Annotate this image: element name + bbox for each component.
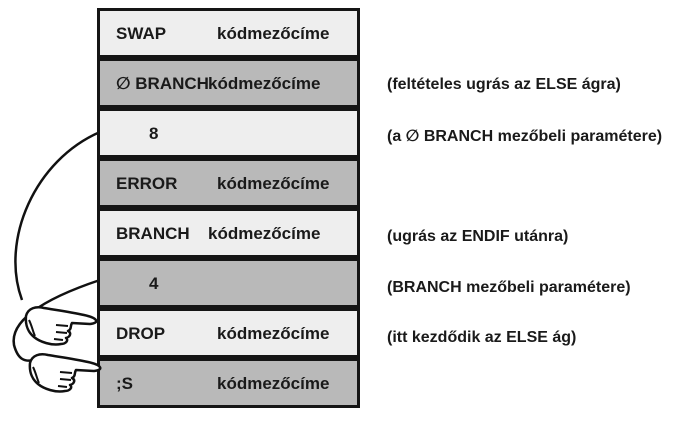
note-branch: (ugrás az ENDIF utánra) (387, 228, 569, 245)
cell-error: ERROR kódmezőcíme (97, 158, 360, 208)
cell-semis: ;S kódmezőcíme (97, 358, 360, 408)
cell-address: kódmezőcíme (208, 224, 321, 243)
cell-zero-branch: ∅ BRANCH kódmezőcíme (97, 58, 360, 108)
cell-word: DROP (116, 324, 166, 343)
cell-address: kódmezőcíme (217, 174, 330, 193)
branch-0-jump-curve (14, 130, 101, 301)
cell-parameter: 8 (149, 124, 159, 143)
cell-address: kódmezőcíme (217, 24, 330, 43)
cell-word: ERROR (116, 174, 178, 193)
cell-branch: BRANCH kódmezőcíme (97, 208, 360, 258)
note-param-4: (BRANCH mezőbeli paramétere) (387, 279, 631, 296)
cell-word: ;S (116, 374, 133, 393)
note-drop: (itt kezdődik az ELSE ág) (387, 329, 577, 346)
note-param-8: (a ∅ BRANCH mezőbeli paramétere) (387, 128, 663, 145)
note-zero-branch: (feltételes ugrás az ELSE ágra) (387, 76, 621, 93)
cell-swap: SWAP kódmezőcíme (97, 8, 360, 58)
cell-address: kódmezőcíme (217, 324, 330, 343)
branch-jump-curve (12, 278, 101, 362)
cell-parameter: 4 (149, 274, 159, 293)
cell-param-4: 4 (97, 258, 360, 308)
cell-word: BRANCH (116, 224, 190, 243)
cell-address: kódmezőcíme (217, 374, 330, 393)
pointing-hand-icon (28, 353, 102, 393)
cell-param-8: 8 (97, 108, 360, 158)
cell-word: ∅ BRANCH (116, 74, 209, 93)
pointing-hand-icon (24, 306, 98, 346)
cell-drop: DROP kódmezőcíme (97, 308, 360, 358)
cell-word: SWAP (116, 24, 167, 43)
cell-address: kódmezőcíme (208, 74, 321, 93)
